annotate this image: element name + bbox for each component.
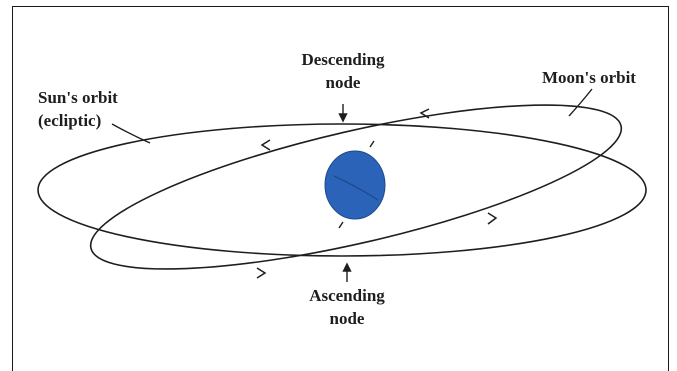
suns-orbit-ellipse (37, 123, 647, 257)
figure-frame (12, 6, 669, 371)
down-arrow-icon (338, 104, 348, 123)
descending-node-line1: Descending (301, 50, 385, 69)
moons-orbit-ellipse (89, 104, 623, 270)
suns-orbit-leader (111, 123, 151, 144)
suns-orbit-label: Sun's orbit (ecliptic) (38, 86, 128, 132)
descending-node-label: Descending node (288, 48, 398, 94)
chevron-arrowhead-icon (256, 267, 267, 279)
moons-orbit-text: Moon's orbit (542, 68, 636, 87)
suns-orbit-line2: (ecliptic) (38, 111, 102, 130)
ascending-node-line1: Ascending (309, 286, 385, 305)
earth-icon (324, 140, 386, 229)
suns-orbit-line1: Sun's orbit (38, 88, 118, 107)
descending-node-line2: node (325, 73, 361, 92)
moons-orbit-leader (568, 88, 593, 117)
moons-orbit-label: Moon's orbit (542, 66, 657, 89)
ascending-node-label: Ascending node (292, 284, 402, 330)
chevron-arrowhead-icon (419, 108, 430, 119)
chevron-arrowhead-icon (487, 212, 498, 225)
up-arrow-icon (342, 262, 352, 282)
chevron-arrowhead-icon (260, 139, 271, 151)
ascending-node-line2: node (329, 309, 365, 328)
